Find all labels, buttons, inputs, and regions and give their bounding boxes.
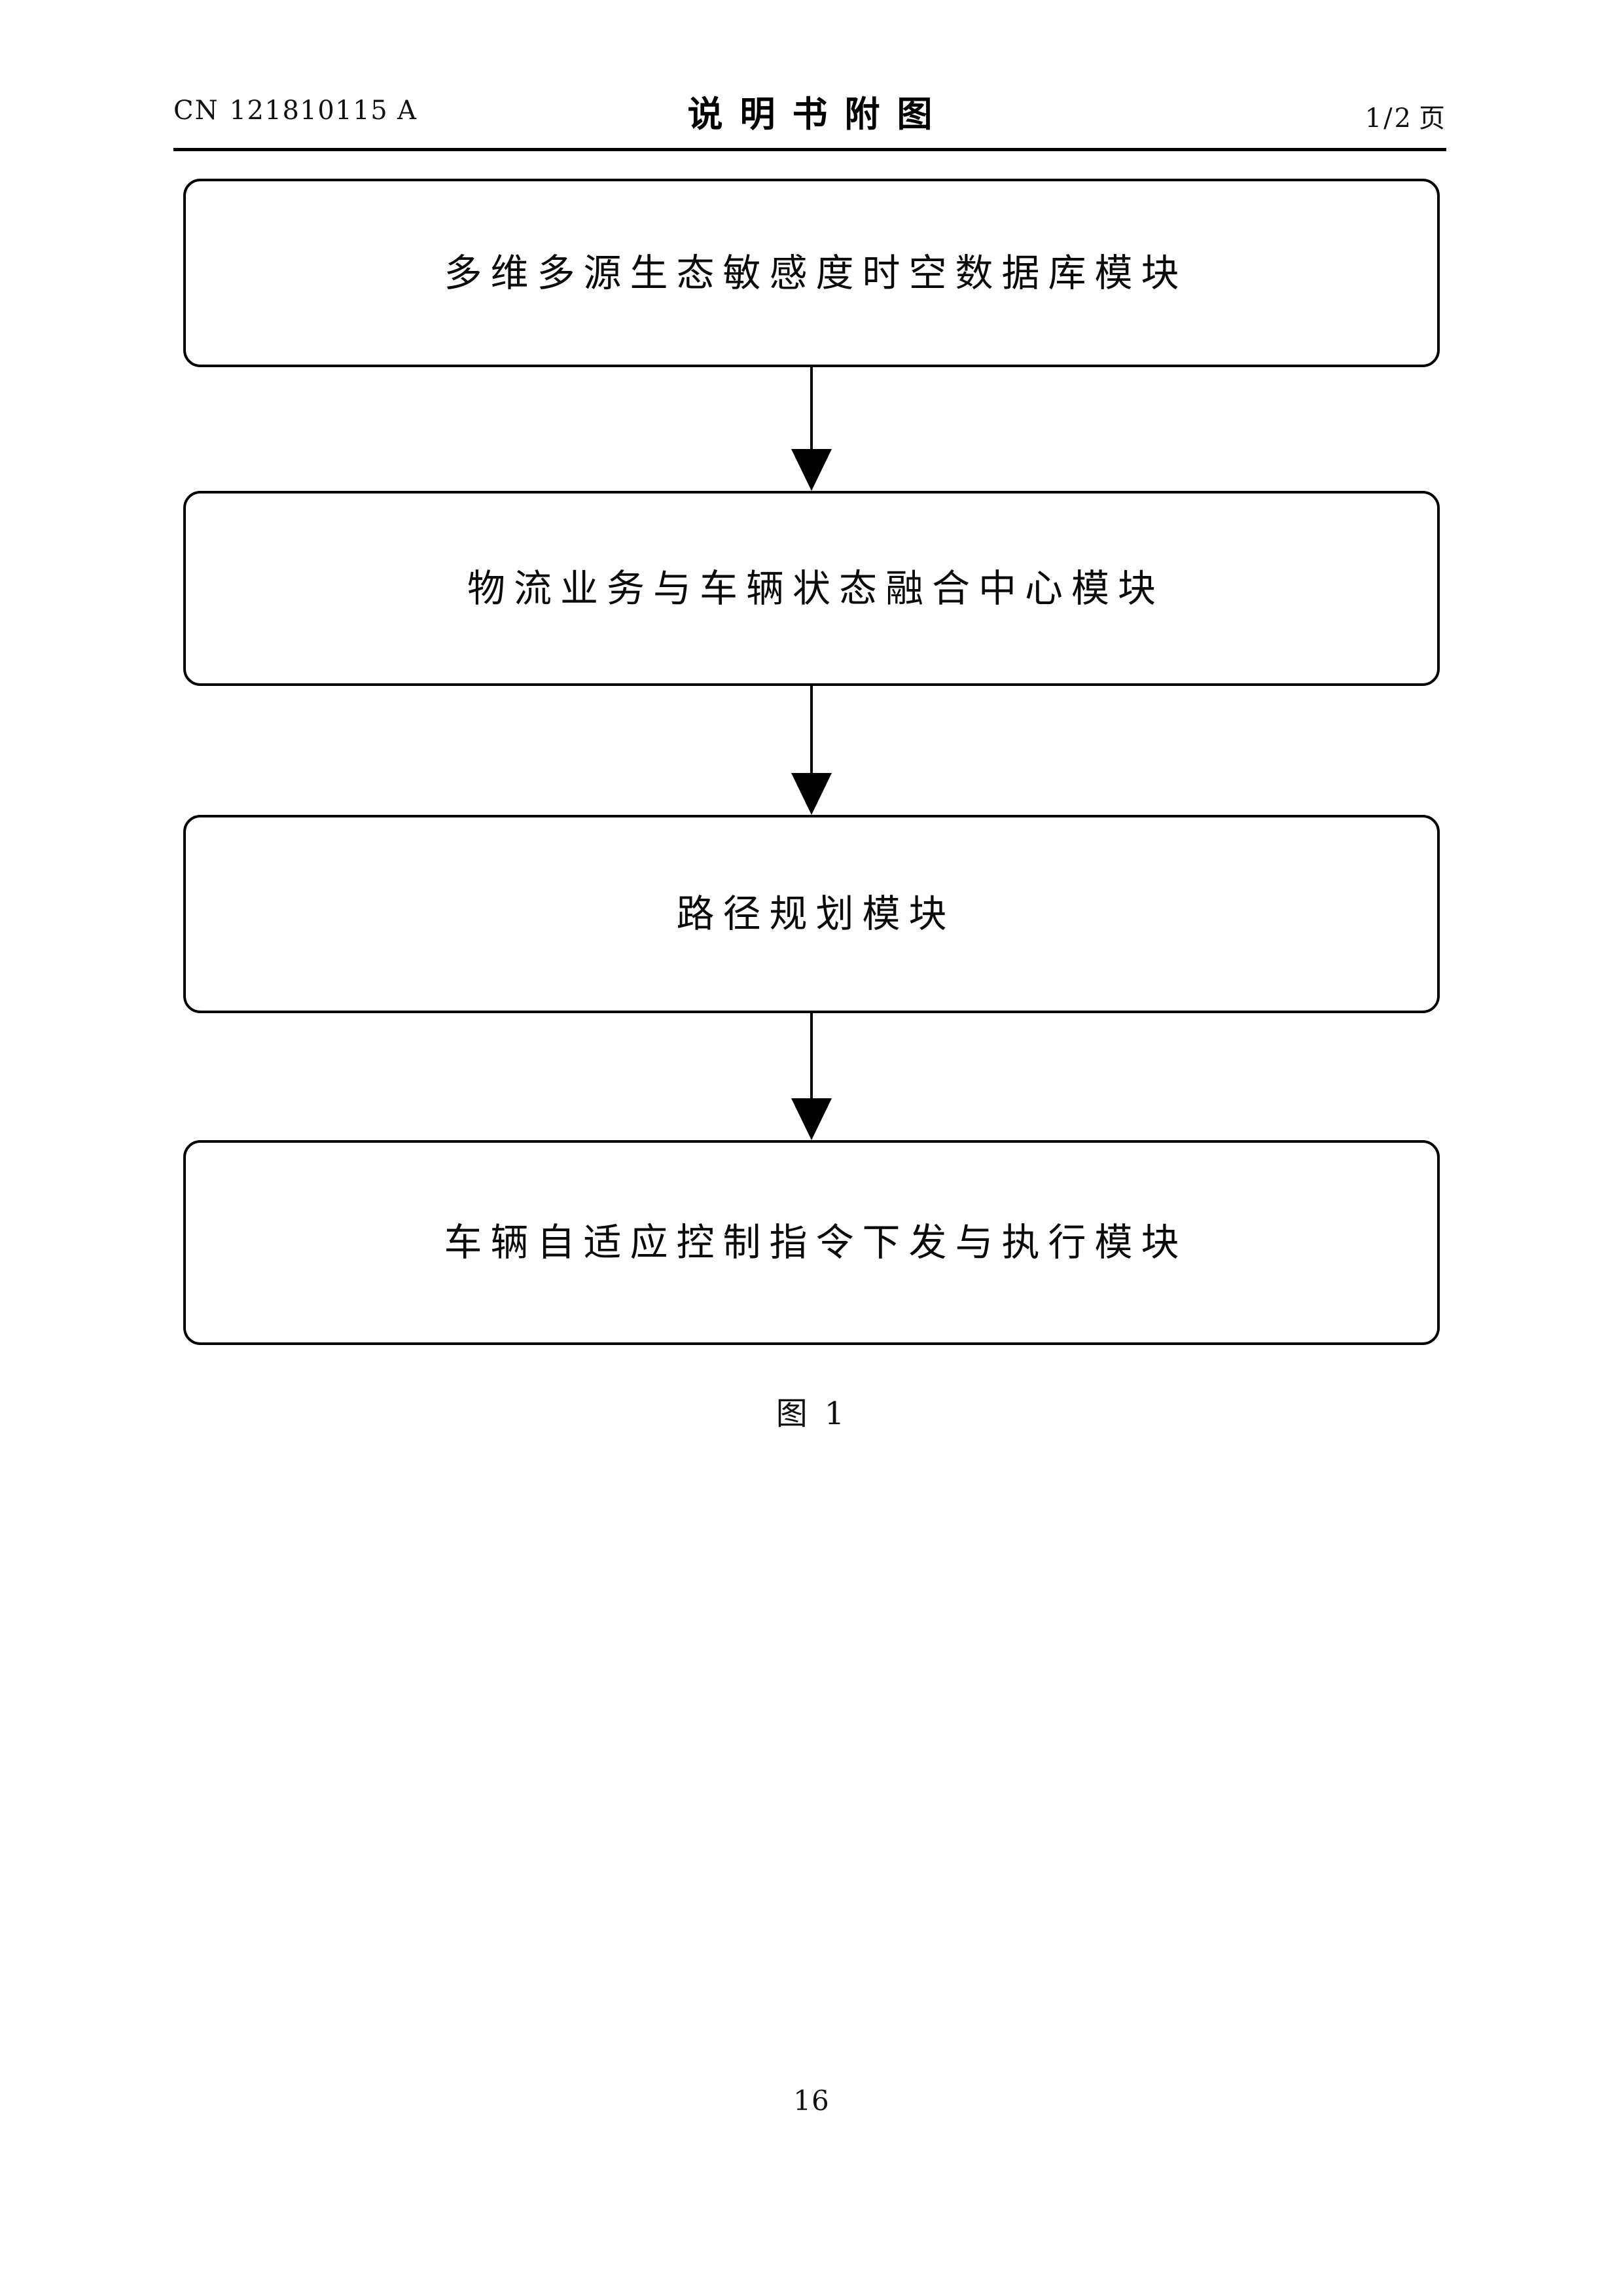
sheet-separator: / [1383, 103, 1394, 134]
flow-node-label: 物流业务与车辆状态融合中心模块 [467, 565, 1164, 611]
publication-number: CN 121810115 A [173, 96, 417, 126]
flow-node-vehicle-control-module: 车辆自适应控制指令下发与执行模块 [183, 1140, 1440, 1345]
footer-page-number: 16 [793, 2085, 830, 2117]
header-divider-rule [173, 148, 1446, 151]
sheet-current: 1 [1364, 103, 1383, 134]
down-arrow-icon [791, 449, 832, 491]
publication-country-code: CN [173, 96, 219, 126]
flow-node-label: 多维多源生态敏感度时空数据库模块 [444, 250, 1188, 295]
publication-kind-code: A [397, 96, 418, 126]
flow-node-route-planning-module: 路径规划模块 [183, 815, 1440, 1013]
page-title: 说明书附图 [687, 94, 950, 135]
publication-serial-number: 121810115 [229, 96, 389, 126]
flow-node-label: 路径规划模块 [676, 891, 955, 937]
flow-node-fusion-center-module: 物流业务与车辆状态融合中心模块 [183, 491, 1440, 686]
connector-line [810, 686, 813, 774]
flow-node-label: 车辆自适应控制指令下发与执行模块 [444, 1220, 1188, 1265]
figure-caption-prefix: 图 [776, 1395, 810, 1432]
flow-node-database-module: 多维多源生态敏感度时空数据库模块 [183, 179, 1440, 367]
down-arrow-icon [791, 773, 832, 815]
connector-line [810, 367, 813, 450]
figure-caption-number: 1 [824, 1395, 847, 1432]
connector-line [810, 1013, 813, 1100]
flowchart-figure-1: 多维多源生态敏感度时空数据库模块 物流业务与车辆状态融合中心模块 路径规划模块 … [183, 179, 1440, 1350]
down-arrow-icon [791, 1098, 832, 1140]
sheet-total: 2 [1394, 103, 1412, 134]
sheet-unit-label: 页 [1419, 103, 1446, 134]
